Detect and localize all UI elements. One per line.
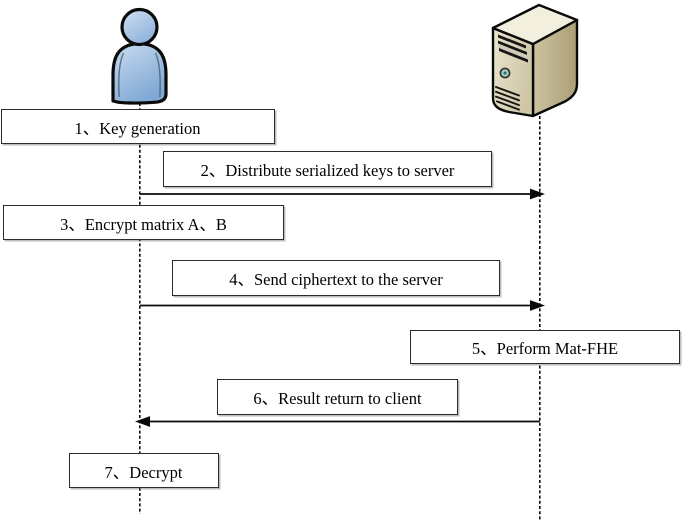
arrowhead-right-icon xyxy=(530,188,545,200)
server-icon xyxy=(491,3,579,118)
drive-slot-icon xyxy=(498,34,526,49)
message-arrow-step2 xyxy=(140,188,545,200)
step-box-2-distribute-keys: 2、Distribute serialized keys to server xyxy=(163,151,492,187)
drive-slot-icon xyxy=(498,40,527,55)
message-arrow-step6 xyxy=(135,416,540,427)
arrowhead-left-icon xyxy=(135,416,150,427)
arrowhead-right-icon xyxy=(530,300,545,311)
step-box-3-encrypt-matrix: 3、Encrypt matrix A、B xyxy=(3,205,284,240)
step-box-6-result-return: 6、Result return to client xyxy=(217,379,458,415)
vent-lines-icon xyxy=(495,86,520,111)
step-box-7-decrypt: 7、Decrypt xyxy=(68,453,219,488)
step-box-1-key-generation: 1、Key generation xyxy=(0,109,275,144)
step-box-5-perform-mat-fhe: 5、Perform Mat-FHE xyxy=(410,330,680,364)
person-icon xyxy=(111,7,168,105)
message-arrow-step4 xyxy=(140,300,545,311)
step-box-4-send-ciphertext: 4、Send ciphertext to the server xyxy=(172,260,500,296)
